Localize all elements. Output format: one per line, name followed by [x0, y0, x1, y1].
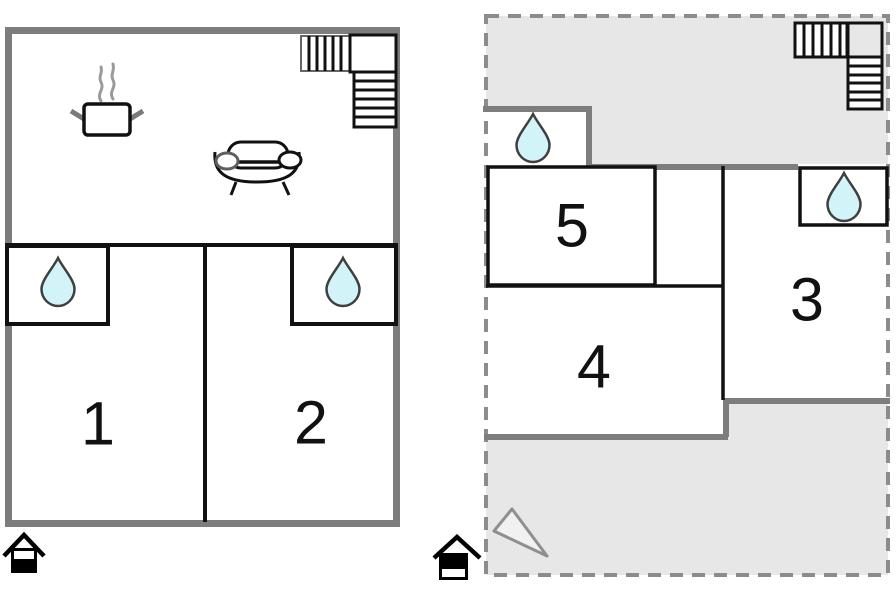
- house-ground-level-icon: [2, 531, 46, 573]
- steam-icon: [97, 62, 116, 103]
- upper-floor-plan: [432, 14, 890, 580]
- stair-landing: [348, 33, 398, 74]
- house-upper-level-icon: [432, 533, 482, 580]
- water-drop-icon: [40, 255, 76, 308]
- room-1-label: 1: [81, 389, 115, 458]
- water-drop-icon: [325, 255, 361, 308]
- room-3-label: 3: [790, 265, 824, 334]
- dashed-boundary: [484, 14, 890, 577]
- sofa-icon: [213, 140, 303, 196]
- room-5-walls: [486, 165, 657, 287]
- stove-pot-icon: [69, 62, 145, 137]
- water-drop-icon: [826, 170, 862, 223]
- room-2-label: 2: [294, 388, 328, 457]
- stair-landing: [846, 21, 884, 59]
- upper-floor-black-walls: [486, 166, 725, 400]
- upper-floor-gray-walls: [483, 106, 890, 440]
- room-5-label: 5: [555, 191, 589, 260]
- water-drop-icon: [515, 111, 551, 164]
- ground-floor-plan: [2, 27, 400, 573]
- staircase-icon: [300, 33, 398, 129]
- room-4-label: 4: [577, 332, 611, 401]
- staircase-icon: [793, 21, 884, 111]
- roof-window-icon: [492, 507, 549, 558]
